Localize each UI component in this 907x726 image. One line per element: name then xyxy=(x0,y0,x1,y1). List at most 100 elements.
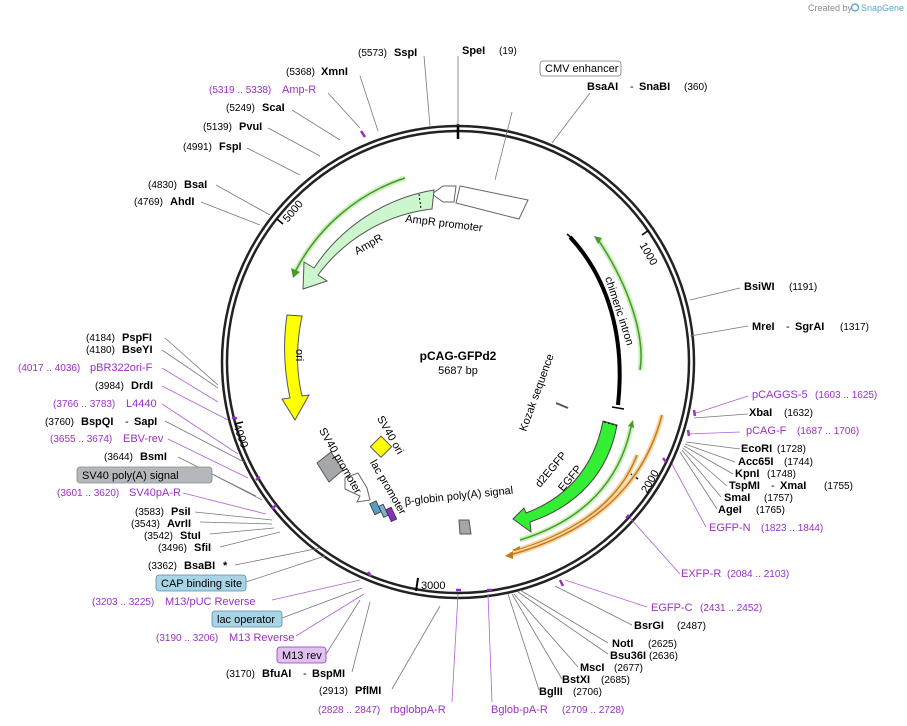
label-bseyi-pos: (4180) xyxy=(86,345,115,356)
label-msci: MscI xyxy=(580,662,604,674)
label-ecori: EcoRI xyxy=(741,443,772,455)
label-tspmi-sep: - xyxy=(771,480,775,492)
ampr-promoter-head xyxy=(431,185,457,203)
feature-bglobin: β-globin poly(A) signal xyxy=(404,485,514,508)
label-bsaai-sep: - xyxy=(630,81,634,93)
label-rbglob-pos: (2828 .. 2847) xyxy=(318,705,380,716)
label-pbr-pos: (4017 .. 4036) xyxy=(18,363,80,374)
label-mrei: MreI xyxy=(752,321,775,333)
ampr-gene-arrow xyxy=(302,189,435,290)
label-pvui: PvuI xyxy=(239,121,262,133)
label-exfpr: EXFP-R xyxy=(681,568,721,580)
bglobin-block xyxy=(458,519,472,535)
label-l4440: L4440 xyxy=(126,398,157,410)
label-bspmi: BspMI xyxy=(312,668,345,680)
label-bsai: BsaI xyxy=(184,179,207,191)
label-egfpc: EGFP-C xyxy=(651,602,693,614)
amp-primer-arrowhead xyxy=(291,268,300,278)
label-mrei-sep: - xyxy=(786,321,790,333)
label-psii-pos: (3583) xyxy=(135,507,164,518)
orange-primer-2-arrowhead xyxy=(505,551,513,559)
snapgene-logo-icon xyxy=(850,3,860,12)
plasmid-name: pCAG-GFPd2 xyxy=(420,349,497,363)
label-bsiwi: BsiWI xyxy=(744,281,775,293)
cap-binding-box xyxy=(155,574,247,592)
label-avrii: AvrII xyxy=(167,518,191,530)
label-bsu36i: Bsu36I xyxy=(610,650,646,662)
label-m13puc: M13/pUC Reverse xyxy=(165,596,255,608)
label-kpni: KpnI xyxy=(735,468,759,480)
label-bglobpa-pos: (2709 .. 2728) xyxy=(562,705,624,716)
label-sv40-polya: SV40 poly(A) signal xyxy=(82,470,179,482)
feature-ampr-promoter: AmpR promoter xyxy=(405,213,484,234)
label-bglii-pos: (2706) xyxy=(573,687,602,698)
cmv-enhancer-box xyxy=(539,60,622,77)
leader-lines xyxy=(161,55,749,703)
label-smai-pos: (1757) xyxy=(764,493,793,504)
egfp-primer-line xyxy=(519,426,632,541)
plasmid-size: 5687 bp xyxy=(438,365,478,377)
label-sfii-pos: (3496) xyxy=(158,543,187,554)
left-labels: (5573) SspI (5368) XmnI (5319 .. 5338) A… xyxy=(18,47,624,716)
label-egfpn-pos: (1823 .. 1844) xyxy=(761,523,823,534)
label-bsabi-pos: (3362) xyxy=(148,561,177,572)
label-drdi-pos: (3984) xyxy=(95,381,124,392)
label-acc65i: Acc65I xyxy=(738,456,773,468)
chimeric-intron-end-right xyxy=(611,406,625,410)
label-drdi: DrdI xyxy=(131,380,153,392)
label-bfuai: BfuAI xyxy=(262,668,291,680)
label-ecori-pos: (1728) xyxy=(777,444,806,455)
label-scai-pos: (5249) xyxy=(226,103,255,114)
label-sfii: SfiI xyxy=(194,542,211,554)
label-xmni: XmnI xyxy=(321,66,348,78)
label-tspmi: TspMI xyxy=(729,480,760,492)
label-pspfi: PspFI xyxy=(122,332,152,344)
label-scai: ScaI xyxy=(262,102,285,114)
label-spei: SpeI xyxy=(462,45,485,57)
label-bglobpa: Bglob-pA-R xyxy=(491,704,548,716)
pcag-primer-line xyxy=(596,237,642,371)
label-egfpc-pos: (2431 .. 2452) xyxy=(700,603,762,614)
label-stui-pos: (3542) xyxy=(144,531,173,542)
label-pspfi-pos: (4184) xyxy=(86,333,115,344)
label-ahdi: AhdI xyxy=(170,196,194,208)
label-fspi: FspI xyxy=(219,141,242,153)
label-ahdi-pos: (4769) xyxy=(134,197,163,208)
label-bsrgi-pos: (2487) xyxy=(677,621,706,632)
amp-primer-halo xyxy=(292,175,406,274)
label-sspi: SspI xyxy=(394,47,417,59)
label-pflmi-pos: (2913) xyxy=(319,686,348,697)
label-bseyi: BseYI xyxy=(122,344,153,356)
label-bsaai: BsaAI xyxy=(587,81,618,93)
label-pcagf: pCAG-F xyxy=(746,425,787,437)
label-avrii-pos: (3543) xyxy=(131,519,160,530)
credit-created-by: Created by xyxy=(808,3,853,13)
sv40-promoter-arrow xyxy=(344,472,371,503)
egfp-primer-arrowhead xyxy=(628,420,634,428)
label-bsai-pos: (4830) xyxy=(148,180,177,191)
label-bsmi: BsmI xyxy=(140,451,167,463)
label-noti-pos: (2625) xyxy=(648,639,677,650)
label-bsu36i-pos: (2636) xyxy=(649,651,678,662)
label-ebv: EBV-rev xyxy=(123,433,164,445)
label-bsrgi: BsrGI xyxy=(634,620,664,632)
label-bsiwi-pos: (1191) xyxy=(789,282,817,293)
sv40-ori-box xyxy=(369,435,393,459)
pcag-primer-arrowhead xyxy=(594,236,602,244)
orange-primer-1-line xyxy=(517,454,638,551)
right-labels: SpeI (19) CMV enhancer BsaAI - SnaBI (36… xyxy=(462,45,877,698)
label-bfuai-pos: (3170) xyxy=(226,669,255,680)
amp-primer-line xyxy=(294,177,406,273)
label-agei-pos: (1765) xyxy=(756,505,785,516)
label-cap-binding: CAP binding site xyxy=(161,578,242,590)
label-egfpn: EGFP-N xyxy=(709,522,751,534)
label-sapi: SapI xyxy=(134,416,157,428)
sv40-polya-box xyxy=(76,466,213,484)
label-acc65i-pos: (1744) xyxy=(784,457,813,468)
label-m13rev-pos: (3190 .. 3206) xyxy=(156,633,218,644)
label-ampr-primer: Amp-R xyxy=(282,84,316,96)
label-pvui-pos: (5139) xyxy=(203,122,232,133)
label-sgrai: SgrAI xyxy=(795,321,824,333)
tick-3000: 3000 xyxy=(421,580,445,592)
label-cmv-enhancer: CMV enhancer xyxy=(545,63,619,75)
